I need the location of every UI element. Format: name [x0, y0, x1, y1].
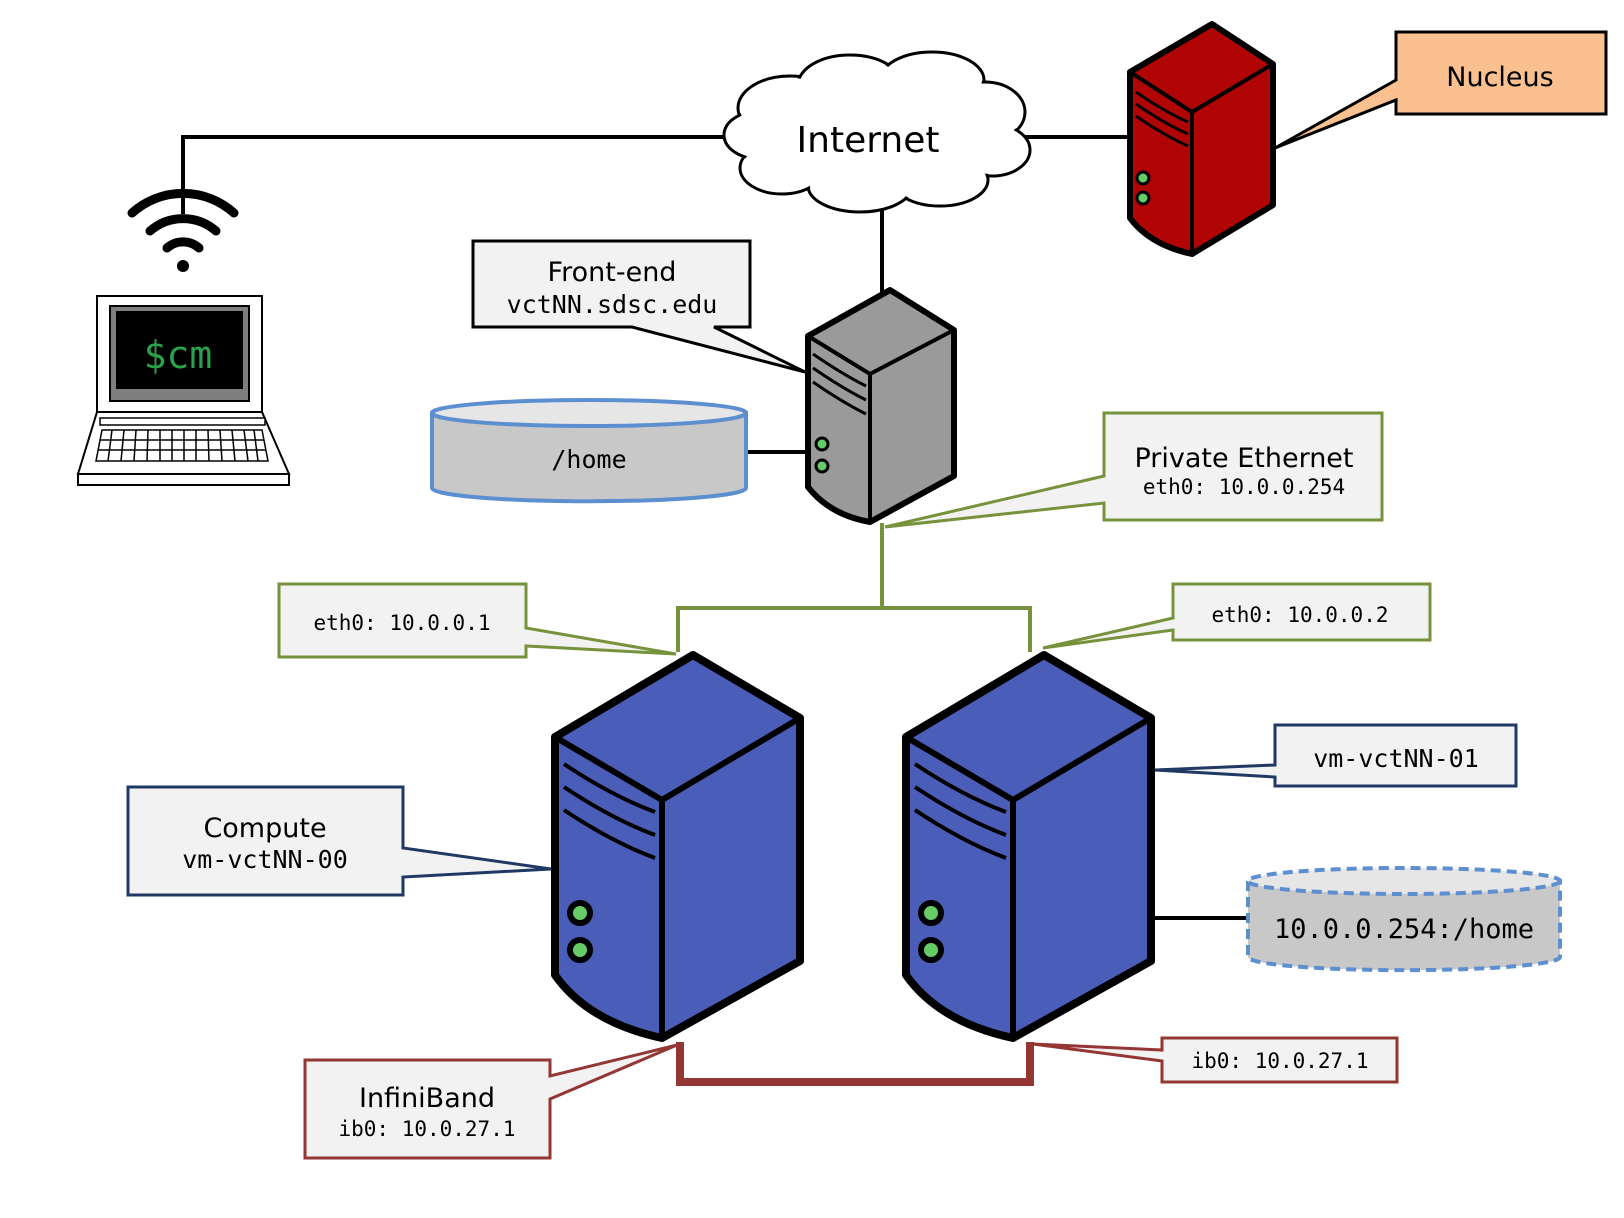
compute-00-led-1	[567, 900, 593, 926]
infiniband-line	[676, 1042, 1034, 1086]
frontend-title: Front-end	[548, 257, 677, 288]
compute-callout: Compute vm-vctNN-00	[126, 785, 552, 897]
nfs-mount-disk: 10.0.0.254:/home	[1246, 866, 1562, 973]
nucleus-callout: Nucleus	[1274, 30, 1608, 150]
internet-cloud: Internet	[722, 50, 1032, 214]
node1-host-callout: vm-vctNN-01	[1154, 723, 1518, 788]
compute-host: vm-vctNN-00	[182, 845, 348, 874]
frontend-led-2	[814, 458, 830, 474]
compute-01-led-2	[918, 937, 944, 963]
compute-00-led-2	[567, 937, 593, 963]
compute-01-led-1	[918, 900, 944, 926]
node0-eth-callout: eth0: 10.0.0.1	[277, 582, 677, 659]
keyboard	[95, 429, 269, 462]
laptop-icon: $cm	[76, 295, 291, 486]
private-ethernet-callout: Private Ethernet eth0: 10.0.0.254	[884, 411, 1384, 529]
nucleus-led-1	[1135, 170, 1151, 186]
nucleus-label: Nucleus	[1446, 62, 1553, 93]
frontend-led-1	[814, 436, 830, 452]
node1-ib-callout: ib0: 10.0.27.1	[1032, 1036, 1399, 1084]
private-ethernet-address: eth0: 10.0.0.254	[1143, 475, 1345, 499]
infiniband-callout: InfiniBand ib0: 10.0.27.1	[303, 1043, 678, 1160]
laptop-screen-text: $cm	[144, 333, 213, 377]
infiniband-address: ib0: 10.0.27.1	[338, 1117, 515, 1141]
frontend-host: vctNN.sdsc.edu	[507, 290, 718, 319]
home-disk: /home	[430, 398, 748, 504]
frontend-server	[805, 287, 957, 525]
node1-eth-callout: eth0: 10.0.0.2	[1042, 582, 1432, 650]
nucleus-server	[1127, 21, 1276, 257]
compute-server-00	[551, 651, 804, 1042]
laptop-internet-line	[181, 135, 740, 214]
infiniband-title: InfiniBand	[359, 1083, 495, 1114]
ethernet-branch-line	[676, 606, 1032, 652]
nfs-mount-label: 10.0.0.254:/home	[1274, 914, 1534, 945]
node1-ib-address: ib0: 10.0.27.1	[1191, 1049, 1368, 1073]
node1-eth-address: eth0: 10.0.0.2	[1211, 603, 1388, 627]
internet-label: Internet	[797, 120, 940, 161]
private-ethernet-title: Private Ethernet	[1134, 443, 1353, 474]
connections	[181, 135, 1248, 1086]
home-disk-label: /home	[551, 445, 626, 474]
nucleus-led-2	[1135, 190, 1151, 206]
frontend-callout: Front-end vctNN.sdsc.edu	[471, 239, 806, 374]
compute-title: Compute	[203, 813, 326, 844]
node0-eth-address: eth0: 10.0.0.1	[313, 611, 490, 635]
node1-host: vm-vctNN-01	[1313, 744, 1479, 773]
wifi-icon	[127, 188, 239, 272]
compute-server-01	[902, 651, 1155, 1042]
